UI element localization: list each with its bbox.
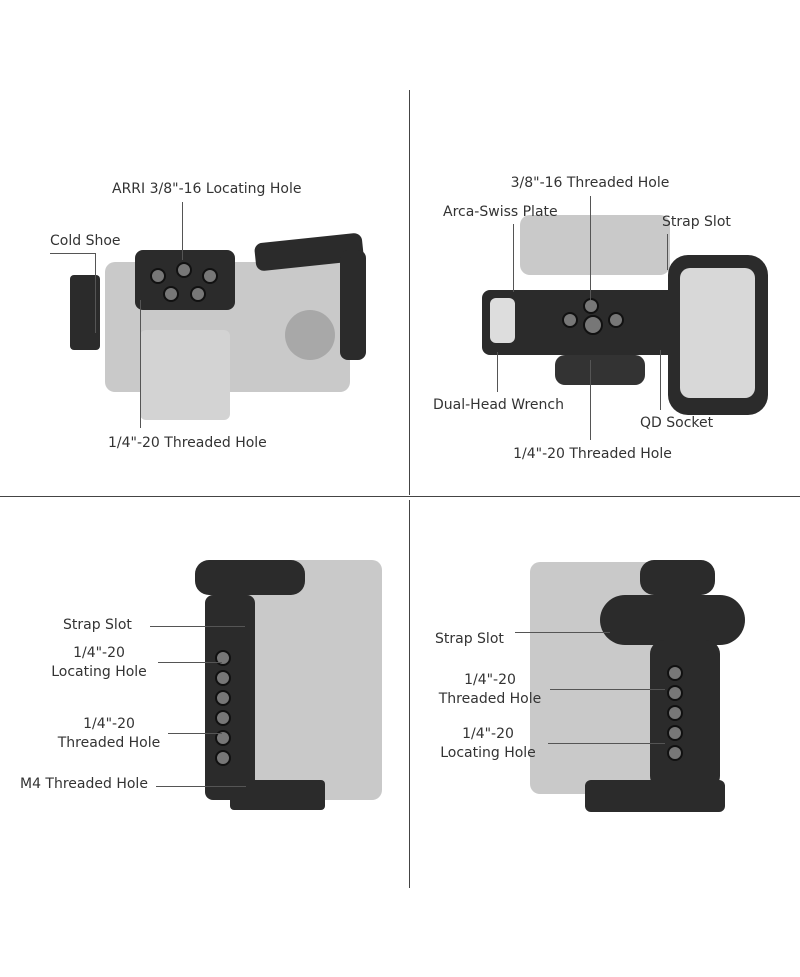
label-line-1: 1/4"-20 [464, 672, 516, 688]
leader-line [548, 743, 665, 744]
label-locating-hole: 1/4"-20 Locating Hole [428, 725, 548, 763]
label-cold-shoe: Cold Shoe [50, 233, 121, 249]
label-line-1: 1/4"-20 [462, 726, 514, 742]
label-arca-swiss-plate: Arca-Swiss Plate [443, 204, 558, 220]
leader-line [140, 300, 141, 428]
leader-line [158, 662, 222, 663]
label-qd-socket: QD Socket [640, 415, 714, 431]
label-line-2: Locating Hole [51, 664, 147, 680]
label-arri-locating-hole: ARRI 3/8"-16 Locating Hole [112, 181, 302, 197]
label-threaded-hole: 1/4"-20 Threaded Hole [108, 435, 267, 451]
label-m4-threaded-hole: M4 Threaded Hole [20, 776, 148, 792]
label-38-threaded-hole: 3/8"-16 Threaded Hole [510, 175, 670, 191]
divider-vertical-bottom [409, 500, 410, 888]
leader-line [168, 733, 222, 734]
leader-line [497, 352, 498, 392]
leader-line [50, 253, 96, 254]
label-threaded-hole: 1/4"-20 Threaded Hole [50, 715, 168, 753]
label-threaded-hole: 1/4"-20 Threaded Hole [430, 671, 550, 709]
leader-line [513, 224, 514, 292]
leader-line [182, 202, 183, 260]
label-line-2: Threaded Hole [57, 735, 161, 751]
label-strap-slot: Strap Slot [662, 214, 731, 230]
leader-line [590, 196, 591, 300]
divider-vertical-top [409, 90, 410, 495]
label-dual-head-wrench: Dual-Head Wrench [433, 397, 564, 413]
label-locating-hole: 1/4"-20 Locating Hole [40, 644, 158, 682]
label-line-2: Threaded Hole [438, 691, 542, 707]
label-14-threaded-hole: 1/4"-20 Threaded Hole [513, 446, 672, 462]
leader-line [667, 234, 668, 270]
leader-line [550, 689, 665, 690]
label-line-1: 1/4"-20 [83, 716, 135, 732]
leader-line [156, 786, 246, 787]
divider-horizontal [0, 496, 800, 497]
leader-line [660, 350, 661, 410]
label-line-2: Locating Hole [440, 745, 536, 761]
leader-line [590, 360, 591, 440]
label-strap-slot: Strap Slot [435, 631, 504, 647]
label-strap-slot: Strap Slot [63, 617, 132, 633]
leader-line [515, 632, 610, 633]
leader-line [150, 626, 245, 627]
label-line-1: 1/4"-20 [73, 645, 125, 661]
leader-line [95, 253, 96, 333]
